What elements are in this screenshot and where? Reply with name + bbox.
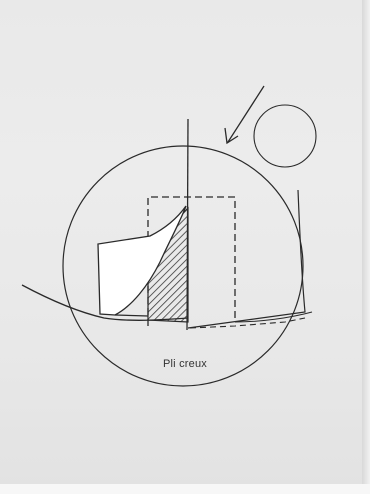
right-panel xyxy=(188,190,305,328)
diagram-caption: Pli creux xyxy=(145,358,225,370)
arrow xyxy=(225,86,264,143)
back-flap-bottom xyxy=(115,315,148,316)
small-circle xyxy=(254,105,316,167)
